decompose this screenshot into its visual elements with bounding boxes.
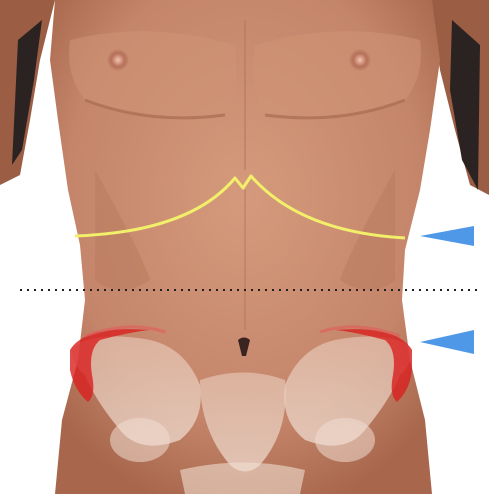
- pubic-symphysis: [180, 463, 305, 494]
- right-nipple: [349, 49, 371, 71]
- left-nipple: [107, 49, 129, 71]
- left-acetabulum: [110, 418, 170, 462]
- right-acetabulum: [315, 418, 375, 462]
